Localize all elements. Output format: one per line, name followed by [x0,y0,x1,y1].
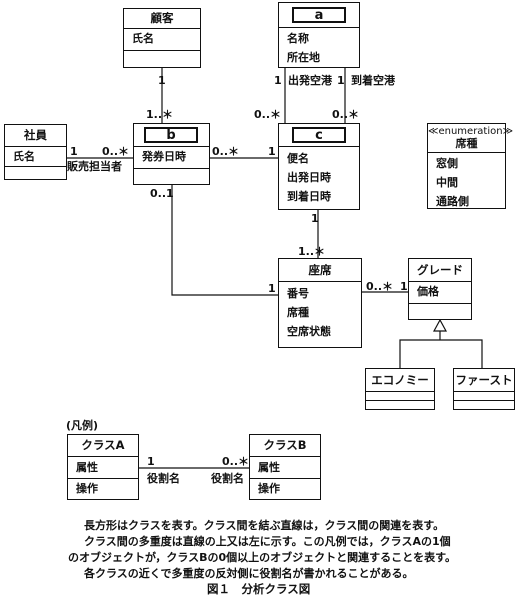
class-economy: エコノミー [365,368,435,410]
class-zaseki-title: 座席 [308,263,332,277]
class-shain-attr: 氏名 [13,150,35,163]
legend-role-a: 役割名 [147,472,180,485]
legend-class-a-attr: 属性 [76,461,98,474]
description-line-1: 長方形はクラスを表す。クラス間を結ぶ直線は，クラス間の関連を表す。 [84,519,445,532]
mult-c-arrival: 0..＊ [332,108,360,121]
class-zaseki: 座席 番号 席種 空席状態 [278,258,362,348]
role-arrival-airport: 到着空港 [351,74,395,87]
class-seki-enum-aisle: 通路側 [436,195,469,208]
class-zaseki-attr-status: 空席状態 [287,325,331,338]
mult-b-zaseki: 0..1 [150,187,174,200]
legend-class-b-attr: 属性 [258,461,280,474]
class-grade-attr-price: 価格 [417,285,439,298]
mult-grade-zaseki: 1 [400,280,408,293]
class-seki-enum: ≪enumeration≫ 席種 窓側 中間 通路側 [427,123,514,209]
class-kokyaku-title: 顧客 [150,11,174,25]
class-c-title-box: c [292,127,346,143]
mult-b-shain: 0..＊ [102,145,130,158]
line-b-zaseki [171,185,278,296]
class-c: c 便名 出発日時 到着日時 [278,123,360,210]
mult-b-kokyaku: 1..＊ [146,108,174,121]
legend-class-b-title: クラスB [263,438,307,452]
class-c-attr-departure: 出発日時 [287,171,331,184]
class-kokyaku: 顧客 氏名 [123,8,201,68]
legend-class-a-title: クラスA [81,438,125,452]
class-first-title: ファースト [455,373,513,387]
class-b-attr-issued: 発券日時 [142,150,186,163]
class-seki-enum-window: 窓側 [436,157,458,170]
figure-caption: 図１ 分析クラス図 [207,582,311,596]
mult-c-b: 1 [268,145,276,158]
class-c-attr-arrival: 到着日時 [287,190,331,203]
class-grade-title: グレード [417,263,463,277]
description-line-3: のオブジェクトが，クラスBの0個以上のオブジェクトと関連することを表す。 [68,551,457,564]
class-first: ファースト [453,368,515,410]
legend-role-b: 役割名 [211,472,244,485]
description-line-4: 各クラスの近くで多重度の反対側に役割名が書かれることがある。 [84,567,414,580]
description-line-2: クラス間の多重度は直線の上又は左に示す。この凡例では，クラスAの1個 [84,535,451,548]
mult-c-zaseki: 1 [311,212,319,225]
legend-mult-b: 0..＊ [222,455,250,468]
legend-class-b-op: 操作 [258,482,280,495]
class-zaseki-attr-number: 番号 [287,287,309,300]
class-b: b 発券日時 [133,123,210,185]
mult-b-c: 0..＊ [212,145,240,158]
class-a-title-box: a [292,7,346,23]
role-departure-airport: 出発空港 [288,74,332,87]
class-seki-enum-title: 席種 [455,137,478,150]
class-shain-title: 社員 [24,128,47,142]
class-a-attr-name: 名称 [287,32,309,45]
role-sales-staff: 販売担当者 [67,160,122,173]
mult-c-departure: 0..＊ [254,108,282,121]
class-seki-enum-stereotype: ≪enumeration≫ [428,126,514,137]
mult-a-arrival: 1 [337,74,345,87]
mult-zaseki-c: 1..＊ [298,245,326,258]
legend-class-a-op: 操作 [76,482,98,495]
class-zaseki-attr-seattype: 席種 [287,306,309,319]
generalization-branches [399,339,483,368]
mult-shain-b: 1 [70,145,78,158]
legend-class-b: クラスB 属性 操作 [249,434,321,500]
class-c-attr-flight: 便名 [287,152,309,165]
legend-class-a: クラスA 属性 操作 [67,434,139,500]
mult-kokyaku-b: 1 [158,74,166,87]
class-a: a 名称 所在地 [278,2,360,68]
mult-zaseki-grade: 0..＊ [366,280,394,293]
legend-title: (凡例) [66,419,99,432]
class-a-attr-location: 所在地 [287,51,320,64]
class-kokyaku-attr: 氏名 [132,32,154,45]
class-seki-enum-middle: 中間 [436,176,458,189]
class-economy-title: エコノミー [371,373,429,387]
generalization-triangle [432,318,448,332]
mult-a-departure: 1 [274,74,282,87]
class-grade: グレード 価格 [408,258,472,320]
class-shain: 社員 氏名 [4,124,67,180]
mult-zaseki-b: 1 [268,282,276,295]
legend-mult-a: 1 [147,455,155,468]
class-b-title-box: b [144,127,198,143]
